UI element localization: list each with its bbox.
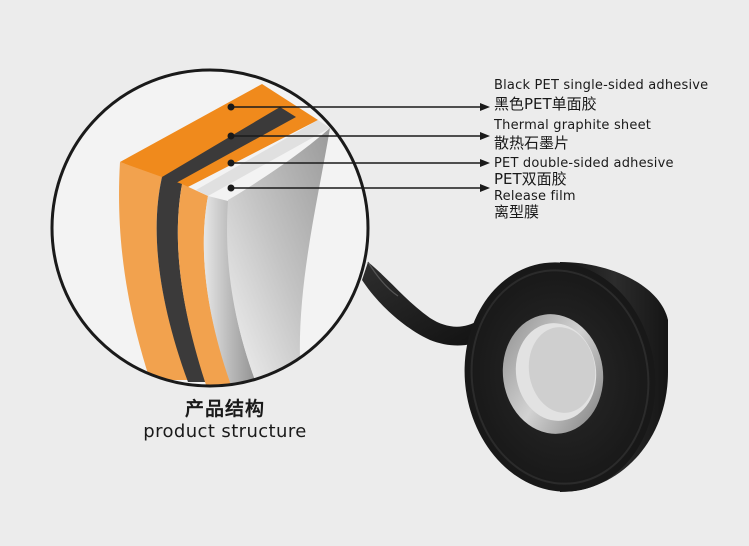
leader-line-1	[227, 103, 490, 111]
leader-lines	[227, 103, 490, 192]
leader-line-2	[227, 132, 490, 140]
side-graphite	[156, 177, 206, 382]
layer-3-label-cn: PET双面胶	[494, 170, 567, 188]
side-orange-outer	[119, 162, 188, 380]
release-film-curl	[227, 128, 330, 386]
layer-1-label-en: Black PET single-sided adhesive	[494, 78, 709, 93]
layer-2-label-cn: 散热石墨片	[494, 134, 570, 152]
tape-roll-face-ring	[470, 269, 650, 485]
layer-2-label-en: Thermal graphite sheet	[494, 118, 652, 133]
caption-chinese: 产品结构	[184, 398, 265, 420]
layer-4-label-en: Release film	[494, 189, 576, 204]
layer-4-label-cn: 离型膜	[494, 203, 540, 221]
top-face-orange	[120, 84, 318, 188]
leader-line-4	[227, 184, 490, 192]
top-face-graphite	[162, 107, 296, 183]
leader-line-3	[227, 159, 490, 167]
layer-3-label-en: PET double-sided adhesive	[494, 156, 674, 171]
top-face-film	[196, 120, 330, 196]
caption-english: product structure	[143, 421, 307, 442]
magnifier-ring	[50, 68, 370, 388]
layer-1-label-cn: 黑色PET单面胶	[494, 95, 597, 113]
tape-roll	[362, 261, 668, 492]
magnifier	[50, 68, 370, 388]
side-release-film	[203, 196, 258, 386]
layer-stack	[119, 84, 330, 386]
tape-core-inner-shade	[528, 327, 596, 413]
side-orange-inner	[177, 184, 232, 385]
tape-strip-edge	[367, 261, 399, 297]
